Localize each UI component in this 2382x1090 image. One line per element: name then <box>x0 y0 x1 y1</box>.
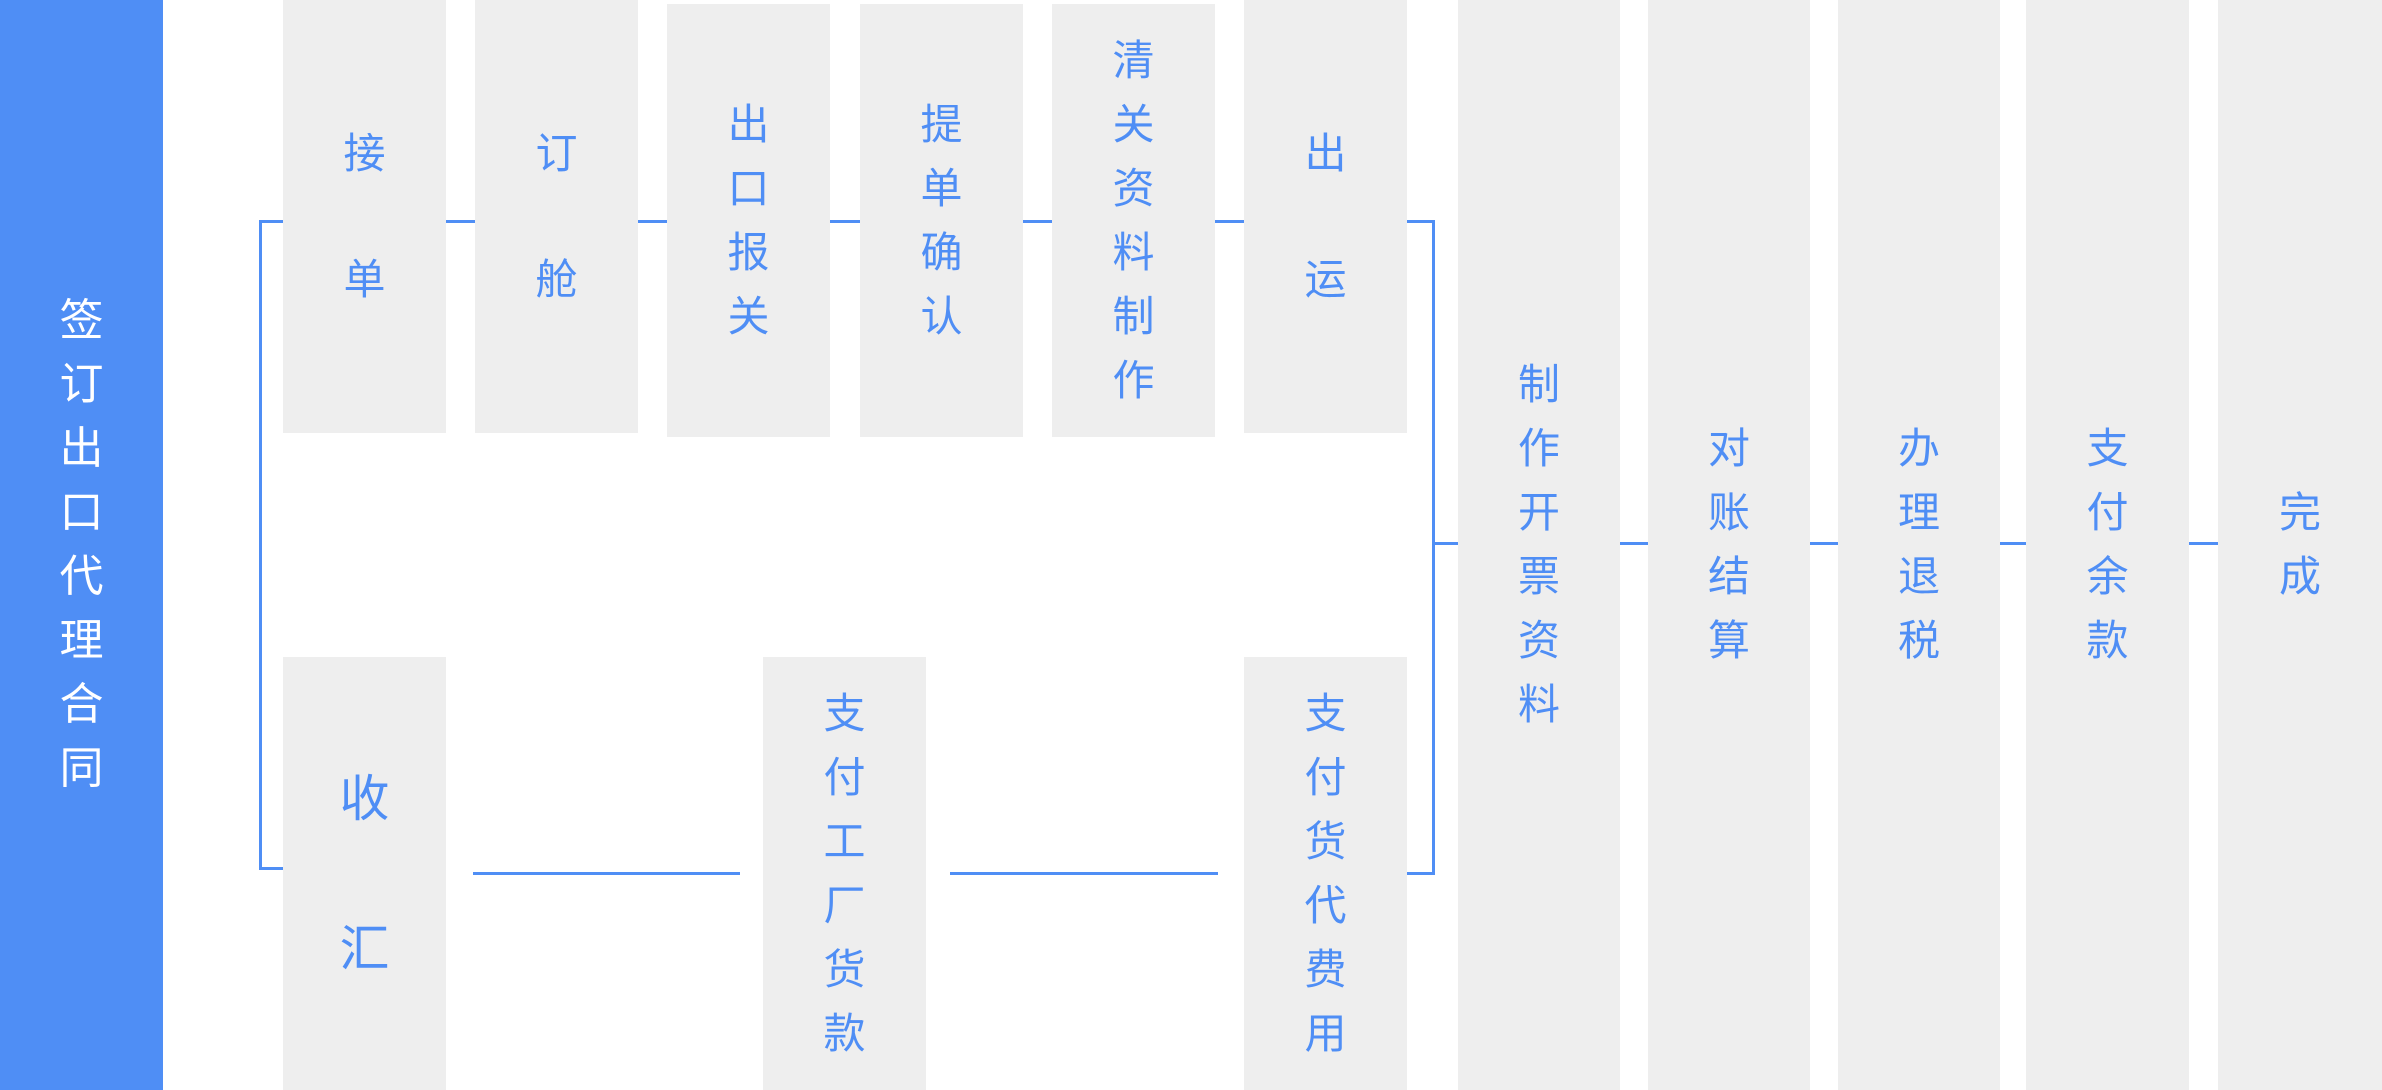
connector-line <box>1215 220 1244 223</box>
connector-line <box>2189 542 2218 545</box>
connector-line <box>259 867 285 870</box>
start-step-signing-contract: 签订出口代理合同 <box>0 0 163 1090</box>
connector-line <box>1620 542 1648 545</box>
connector-line <box>1432 220 1435 875</box>
step-wancheng: 完成 <box>2218 0 2382 1090</box>
step-tidan-queren: 提单确认 <box>860 4 1023 437</box>
step-label: 制作开票资料 <box>1517 360 1560 729</box>
step-label: 支付工厂货款 <box>823 688 866 1058</box>
step-shouhui: 收汇 <box>283 657 446 1090</box>
step-label: 提单确认 <box>920 99 963 341</box>
step-duizhang-jiesuan: 对账结算 <box>1648 0 1810 1090</box>
connector-line <box>1407 220 1435 223</box>
step-label: 支付货代费用 <box>1304 688 1347 1058</box>
connector-line <box>1023 220 1052 223</box>
connector-line <box>830 220 860 223</box>
step-jiedan: 接单 <box>283 0 446 433</box>
connector-line <box>2000 542 2026 545</box>
step-label: 对账结算 <box>1707 424 1750 665</box>
step-label: 支付余款 <box>2086 424 2129 665</box>
step-banli-tuishui: 办理退税 <box>1838 0 2000 1090</box>
step-label: 订舱 <box>535 128 578 304</box>
connector-line <box>1432 542 1458 545</box>
connector-line <box>259 220 285 223</box>
connector-line <box>473 872 740 875</box>
connector-line <box>638 220 667 223</box>
connector-line <box>446 220 475 223</box>
step-label: 办理退税 <box>1897 424 1940 665</box>
step-zhifu-yukuan: 支付余款 <box>2026 0 2189 1090</box>
step-label: 签订出口代理合同 <box>59 295 104 794</box>
connector-line <box>1407 872 1435 875</box>
step-chukou-baoguan: 出口报关 <box>667 4 830 437</box>
connector-line <box>1810 542 1838 545</box>
step-label: 接单 <box>343 128 386 304</box>
step-label: 出口报关 <box>727 99 770 341</box>
step-label: 完成 <box>2278 488 2321 601</box>
step-chuyun: 出运 <box>1244 0 1407 433</box>
step-kaipiao-ziliao: 制作开票资料 <box>1458 0 1620 1090</box>
connector-line <box>950 872 1218 875</box>
step-qingguan-ziliao: 清关资料制作 <box>1052 4 1215 437</box>
step-dingcang: 订舱 <box>475 0 638 433</box>
step-label: 出运 <box>1304 128 1347 304</box>
step-zhifu-gongchang: 支付工厂货款 <box>763 657 926 1090</box>
connector-line <box>259 220 262 869</box>
step-label: 收汇 <box>339 769 390 978</box>
step-zhifu-huodai: 支付货代费用 <box>1244 657 1407 1090</box>
step-label: 清关资料制作 <box>1112 35 1155 405</box>
